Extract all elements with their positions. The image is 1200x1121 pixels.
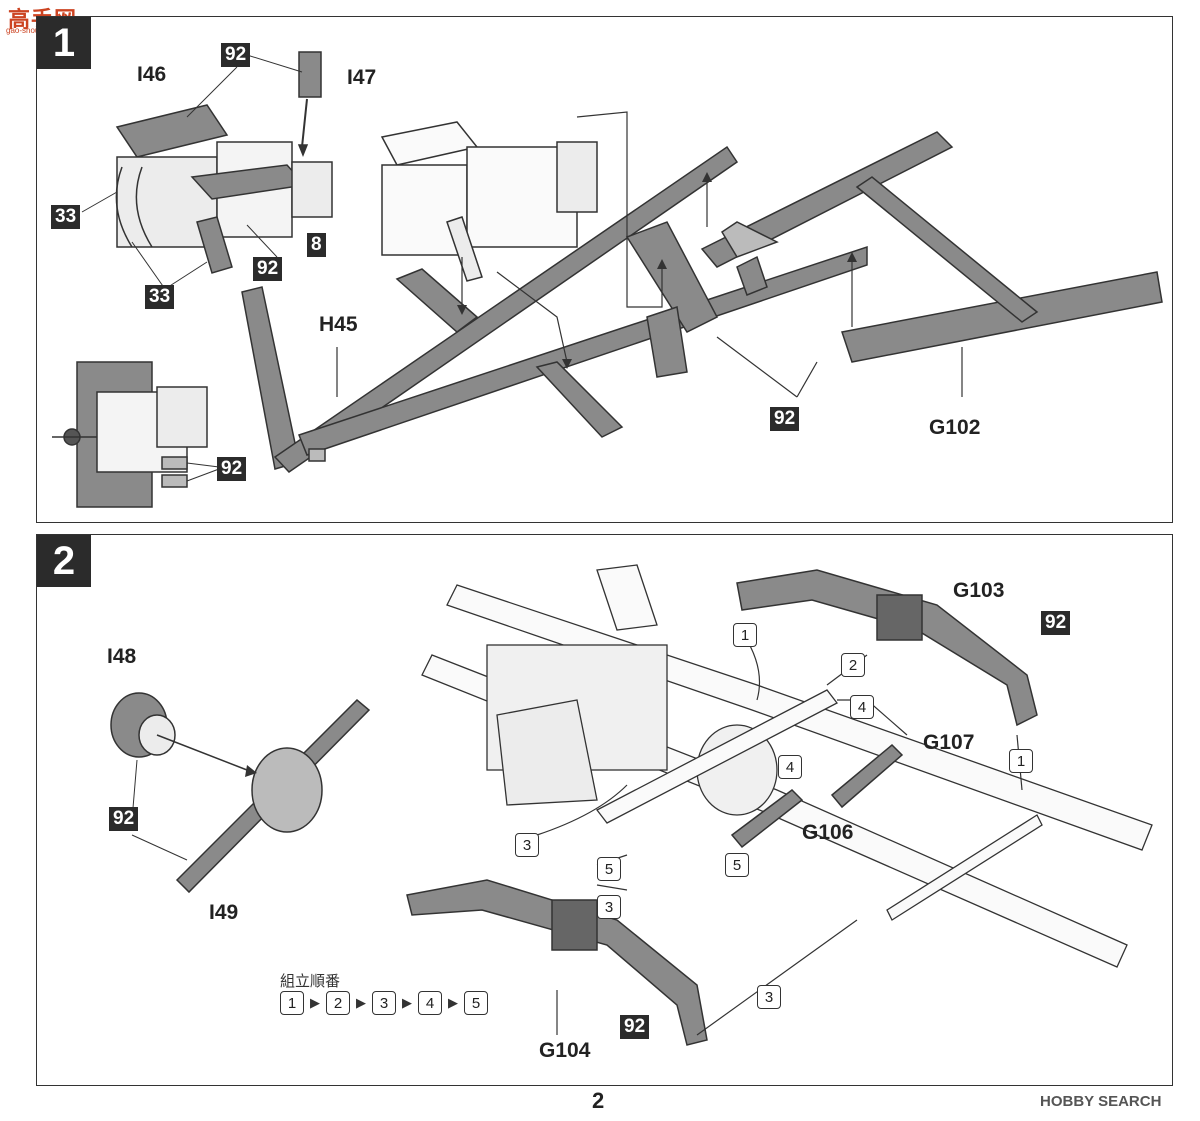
order-arrow-icon: ▶ (356, 995, 366, 1010)
callout-2: 2 (841, 653, 865, 677)
label-H45: H45 (319, 313, 358, 336)
label-I46: I46 (137, 63, 167, 86)
callout-1-right: 1 (1009, 749, 1033, 773)
callout-4-upper: 4 (850, 695, 874, 719)
order-step-1: 1 (280, 991, 304, 1015)
shock-G106 (730, 789, 804, 849)
code-92-spring-bottom: 92 (620, 1015, 650, 1039)
order-step-2: 2 (326, 991, 350, 1015)
callout-1-top: 1 (733, 623, 757, 647)
label-I49: I49 (209, 901, 239, 924)
callout-3-left: 3 (515, 833, 539, 857)
order-step-5: 5 (464, 991, 488, 1015)
order-arrow-icon: ▶ (402, 995, 412, 1010)
order-step-4: 4 (418, 991, 442, 1015)
order-arrow-icon: ▶ (448, 995, 458, 1010)
callout-4-lower: 4 (778, 755, 802, 779)
step-2-illustration (110, 564, 1153, 1046)
engine-side-view (52, 361, 208, 508)
order-step-3: 3 (372, 991, 396, 1015)
callout-3-mid: 3 (597, 895, 621, 919)
label-G106: G106 (802, 821, 854, 844)
label-G107: G107 (923, 731, 975, 754)
engine-assembly-left (115, 51, 333, 274)
frame-G102 (700, 131, 1163, 363)
assembly-order-title: 組立順番 (280, 973, 341, 990)
label-I48: I48 (107, 645, 137, 668)
callout-3-bottom: 3 (757, 985, 781, 1009)
step-1-panel: 1 (36, 16, 1173, 523)
callout-5-left: 5 (597, 857, 621, 881)
shock-G107 (830, 743, 904, 809)
step-2-badge: 2 (37, 535, 91, 587)
label-G104: G104 (539, 1039, 591, 1062)
leaf-spring-G104 (406, 879, 708, 1046)
leaf-spring-G103 (736, 569, 1038, 727)
label-G102: G102 (929, 416, 981, 439)
order-arrow-icon: ▶ (310, 995, 320, 1010)
code-92-spring-top: 92 (1041, 611, 1071, 635)
hobby-search-logo: HOBBY SEARCH (1040, 1093, 1162, 1110)
engine-assembly-center (380, 121, 598, 282)
code-33-left: 33 (51, 205, 81, 229)
page-number: 2 (592, 1088, 605, 1113)
code-92-diff: 92 (109, 807, 139, 831)
label-G103: G103 (953, 579, 1005, 602)
code-92-mid: 92 (253, 257, 283, 281)
code-8: 8 (307, 233, 326, 257)
code-92-top: 92 (221, 43, 251, 67)
assembly-order-row: 1 ▶ 2 ▶ 3 ▶ 4 ▶ 5 (280, 991, 488, 1015)
code-92-engine: 92 (217, 457, 247, 481)
step-2-panel: 2 (36, 534, 1173, 1086)
watermark-subtext: gao-shou.com (6, 26, 57, 35)
label-I47: I47 (347, 66, 377, 89)
callout-5-right: 5 (725, 853, 749, 877)
axle-I49 (110, 692, 371, 894)
step-1-illustration (52, 51, 1163, 508)
code-33-bottom: 33 (145, 285, 175, 309)
frame-H45 (241, 145, 868, 473)
step-1-badge: 1 (37, 17, 91, 69)
code-92-frame: 92 (770, 407, 800, 431)
